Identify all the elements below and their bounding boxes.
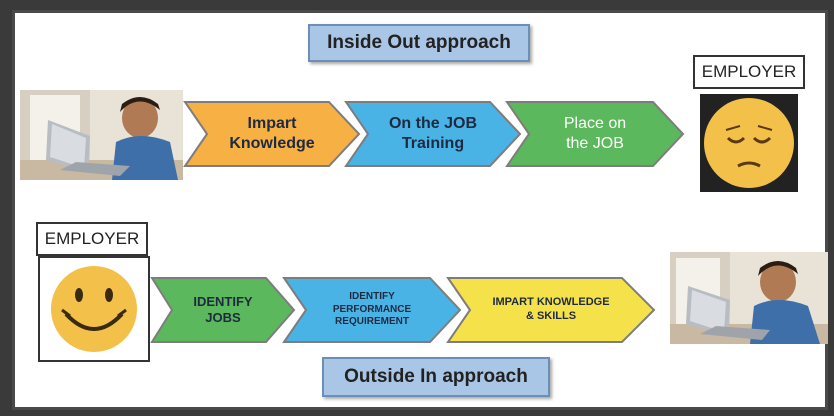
employer-emoji-top <box>700 94 798 192</box>
happy-face-icon <box>51 266 137 352</box>
step-on-the-job-training: On the JOB Training <box>344 100 522 168</box>
step-label: On the JOB Training <box>388 115 477 152</box>
student-laptop-photo <box>20 90 183 180</box>
step-label: Place on the JOB <box>563 115 627 152</box>
step-impart-knowledge-skills: IMPART KNOWLEDGE & SKILLS <box>446 276 656 344</box>
step-label: Impart Knowledge <box>229 115 315 152</box>
step-identify-performance-requirement: IDENTIFY PERFORMANCE REQUIREMENT <box>282 276 462 344</box>
chevron-arrow-shape <box>505 101 685 167</box>
sad-face-icon <box>704 98 794 188</box>
step-label: IMPART KNOWLEDGE & SKILLS <box>492 296 610 322</box>
chevron-arrow-shape <box>282 277 462 343</box>
outside-in-title: Outside In approach <box>322 357 550 397</box>
step-identify-jobs: IDENTIFY JOBS <box>150 276 296 344</box>
inside-out-title: Inside Out approach <box>308 24 530 62</box>
chevron-arrow-shape <box>183 101 361 167</box>
step-label: IDENTIFY JOBS <box>193 293 253 325</box>
chevron-arrow-shape <box>446 277 656 343</box>
employer-label-top: EMPLOYER <box>693 55 805 89</box>
employer-label-bottom: EMPLOYER <box>36 222 148 256</box>
step-place-on-the-job: Place on the JOB <box>505 100 685 168</box>
student-laptop-photo-bottom <box>670 252 828 344</box>
step-impart-knowledge: Impart Knowledge <box>183 100 361 168</box>
chevron-arrow-shape <box>150 277 296 343</box>
chevron-arrow-shape <box>344 101 522 167</box>
employer-emoji-bottom <box>38 256 150 362</box>
step-label: IDENTIFY PERFORMANCE REQUIREMENT <box>332 291 412 328</box>
